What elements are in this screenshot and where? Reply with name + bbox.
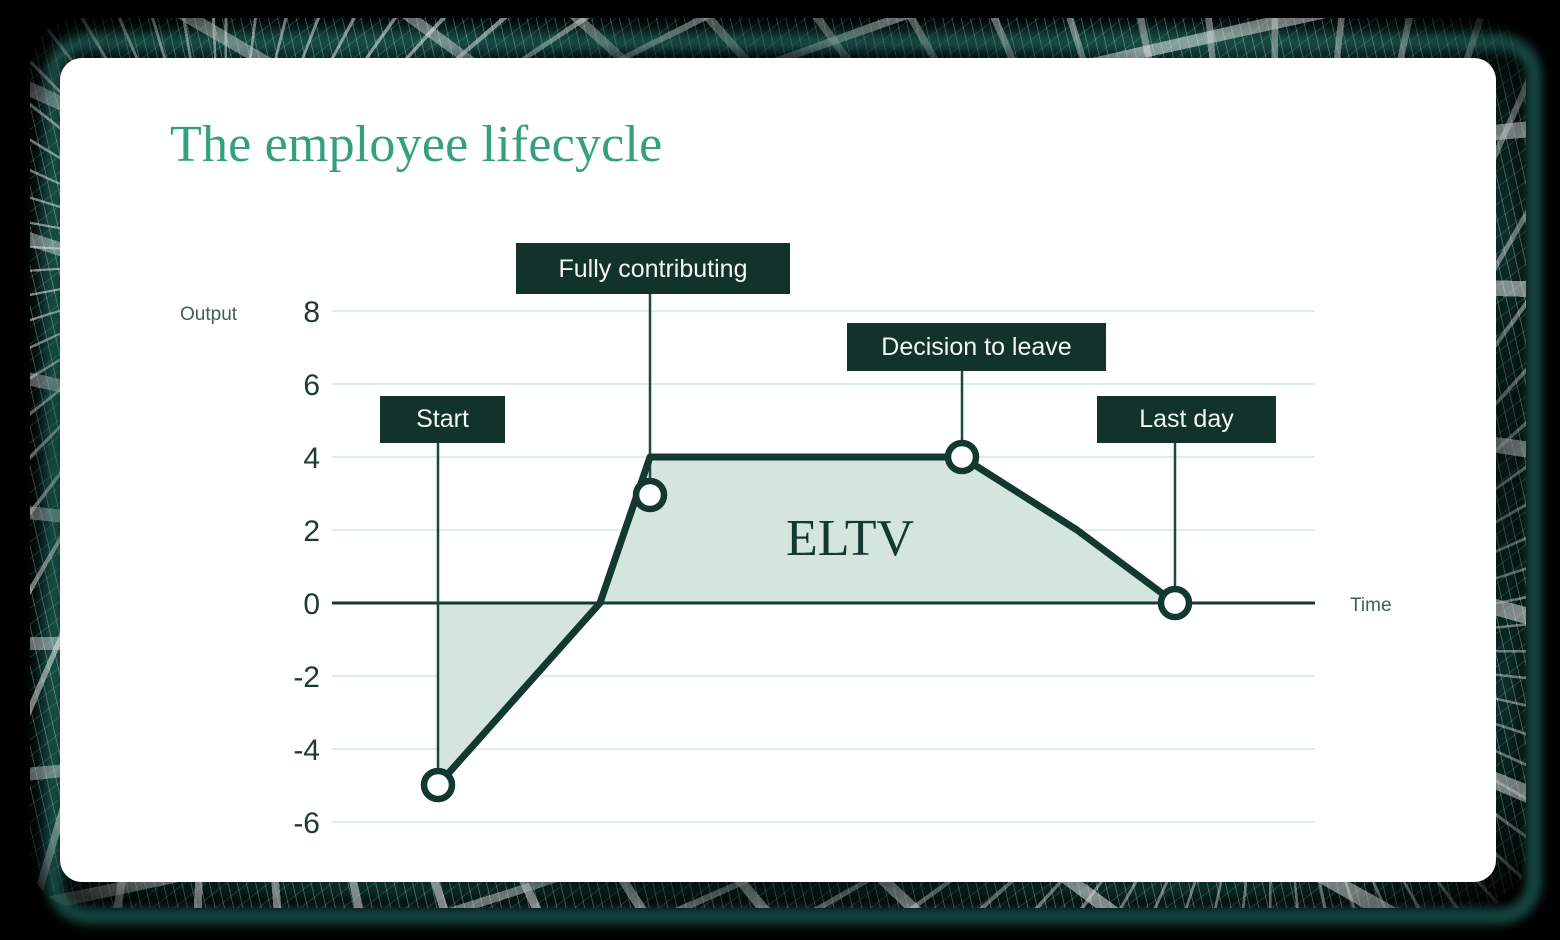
y-tick-2: 2: [303, 515, 320, 548]
page-title: The employee lifecycle: [170, 116, 663, 173]
marker-start[interactable]: [420, 767, 456, 803]
callout-start-label: Start: [416, 405, 469, 433]
y-tick-labels: 8 6 4 2 0 -2 -4 -6: [293, 296, 320, 840]
callout-last-day-box[interactable]: [1097, 396, 1276, 443]
y-tick-minus6: -6: [293, 807, 320, 840]
chart-area: 8 6 4 2 0 -2 -4 -6 Output Time ELTV: [60, 58, 1496, 882]
y-tick-minus2: -2: [293, 661, 320, 694]
eltv-area-label: ELTV: [786, 510, 914, 567]
marker-last-day[interactable]: [1157, 585, 1193, 621]
y-axis-title: Output: [180, 304, 238, 325]
callout-fully-contributing[interactable]: Fully contributing: [516, 243, 790, 294]
callout-start-box[interactable]: [380, 396, 505, 443]
y-tick-8: 8: [303, 296, 320, 329]
y-tick-6: 6: [303, 369, 320, 402]
card-glow-ring: [46, 34, 1542, 924]
y-tick-minus4: -4: [293, 734, 320, 767]
y-tick-4: 4: [303, 442, 320, 475]
callout-start[interactable]: Start: [380, 396, 505, 443]
data-point-markers: [420, 439, 1193, 803]
callout-fully-contributing-box[interactable]: [516, 243, 790, 294]
slide-card: The employee lifecycle: [60, 58, 1496, 882]
eltv-area: [438, 457, 1175, 785]
marker-decision-to-leave[interactable]: [944, 439, 980, 475]
employee-lifecycle-chart: 8 6 4 2 0 -2 -4 -6 Output Time ELTV: [180, 243, 1392, 840]
x-axis-title: Time: [1350, 595, 1392, 616]
output-line: [434, 453, 1179, 789]
y-tick-0: 0: [303, 588, 320, 621]
marker-fully-contributing[interactable]: [632, 477, 668, 513]
callout-last-day[interactable]: Last day: [1097, 396, 1276, 443]
callout-fully-contributing-label: Fully contributing: [559, 255, 748, 283]
callout-decision-to-leave-box[interactable]: [847, 323, 1106, 371]
callout-decision-to-leave-label: Decision to leave: [881, 333, 1071, 361]
callout-last-day-label: Last day: [1139, 405, 1234, 433]
callout-decision-to-leave[interactable]: Decision to leave: [847, 323, 1106, 371]
